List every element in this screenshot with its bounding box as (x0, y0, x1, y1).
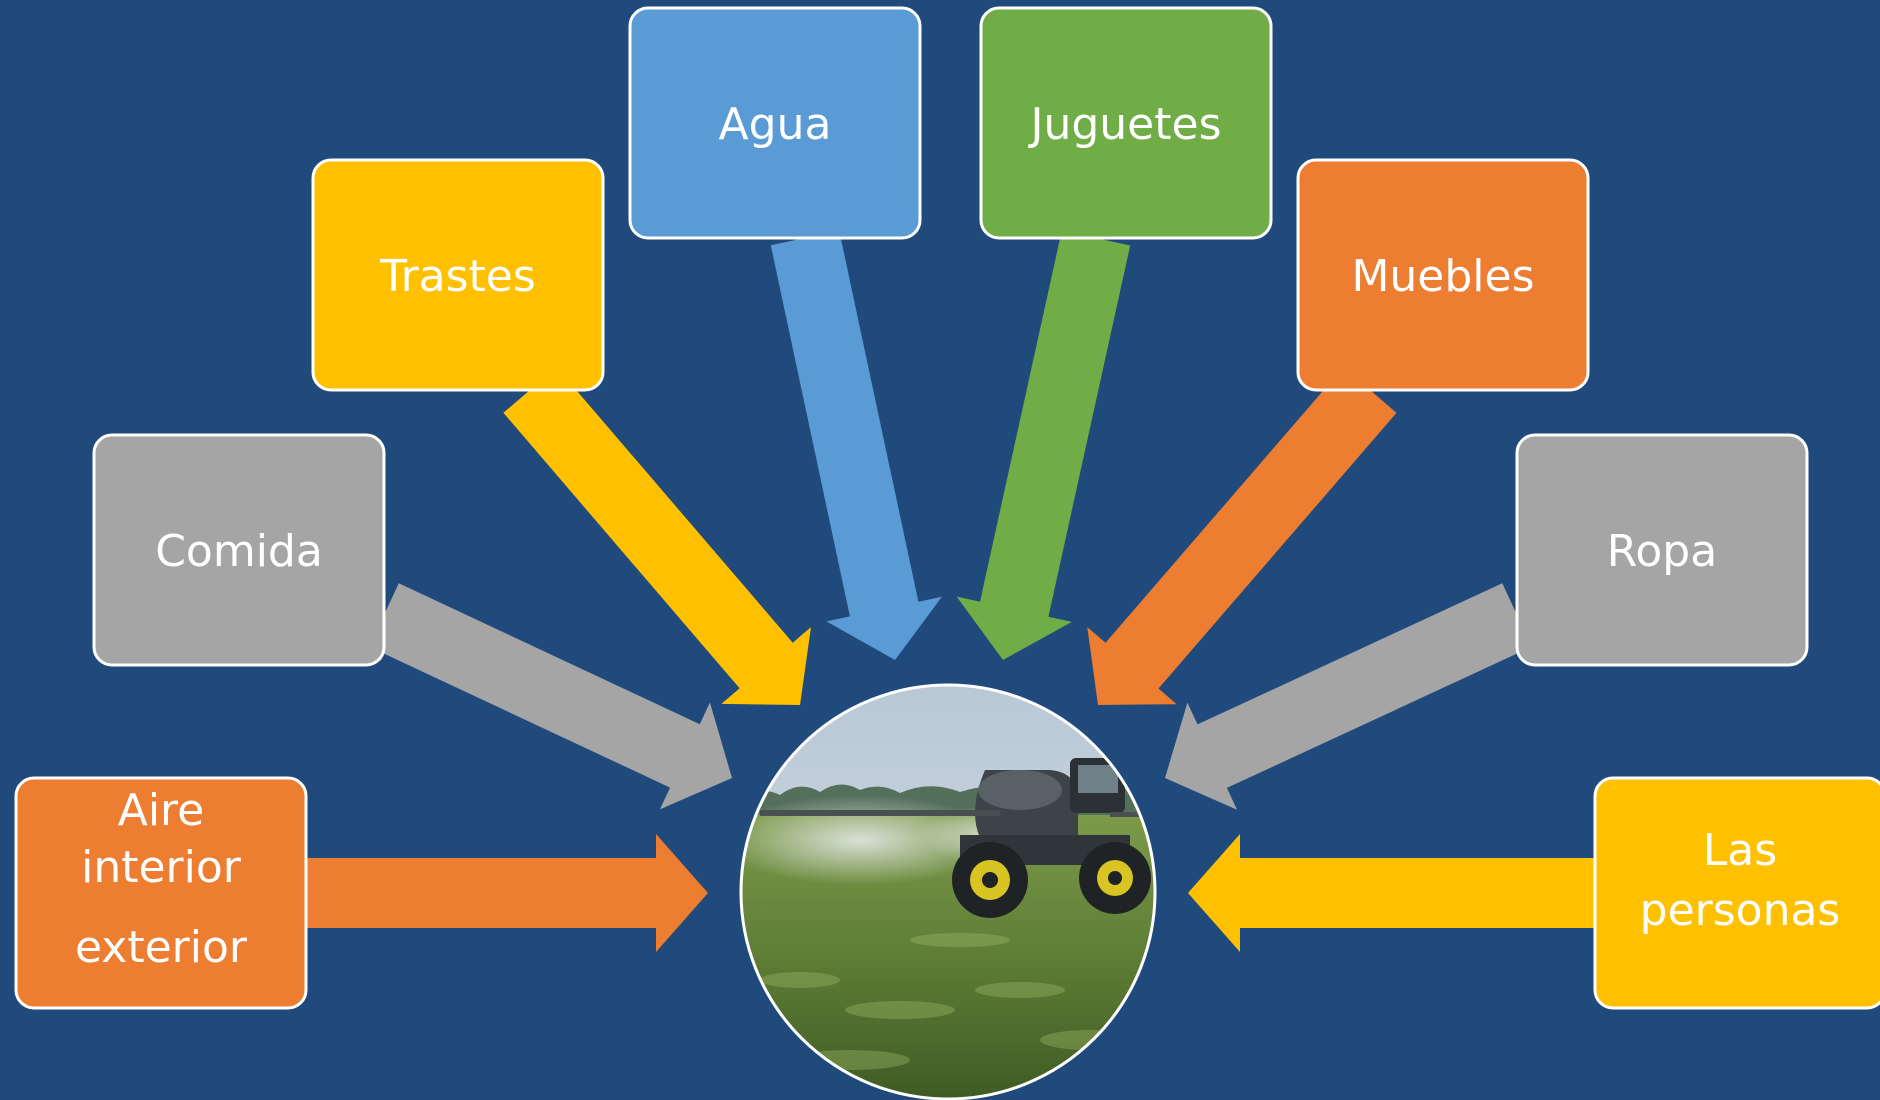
node-trastes: Trastes (311, 158, 605, 392)
field-sprayer-photo (739, 683, 1157, 1100)
node-label-personas-1: personas (1640, 885, 1841, 936)
node-box-juguetes (979, 6, 1273, 240)
arrow-comida (369, 583, 732, 810)
arrow-trastes (503, 367, 811, 705)
node-label-personas-0: Las (1703, 825, 1777, 876)
arrows-layer (306, 230, 1595, 952)
node-box-comida (92, 433, 386, 667)
node-box-agua (628, 6, 922, 240)
node-label-comida: Comida (155, 526, 323, 577)
node-box-ropa (1515, 433, 1809, 667)
node-personas: Las personas (1593, 776, 1880, 1010)
nodes-layer: Aire interior exterior Comida Trastes Agua Jug… (14, 6, 1880, 1010)
node-label-juguetes: Juguetes (1028, 99, 1222, 150)
arrow-muebles (1087, 367, 1397, 705)
node-aire: Aire interior exterior (14, 776, 308, 1010)
node-box-trastes (311, 158, 605, 392)
node-label-muebles: Muebles (1351, 251, 1534, 302)
node-box-personas (1593, 776, 1880, 1010)
node-agua: Agua (628, 6, 922, 240)
node-label-agua: Agua (719, 99, 832, 150)
arrow-aire (306, 834, 708, 952)
node-muebles: Muebles (1296, 158, 1590, 392)
node-label-trastes: Trastes (379, 251, 536, 302)
arrow-ropa (1165, 583, 1532, 810)
node-comida: Comida (92, 433, 386, 667)
node-box-muebles (1296, 158, 1590, 392)
arrow-personas (1188, 834, 1595, 952)
arrow-juguetes (956, 230, 1131, 660)
node-label-ropa: Ropa (1607, 526, 1717, 577)
node-label-aire-2: exterior (75, 922, 248, 973)
arrow-agua (770, 230, 942, 660)
node-label-aire-0: Aire (118, 785, 205, 836)
node-label-aire-1: interior (81, 842, 242, 893)
node-ropa: Ropa (1515, 433, 1809, 667)
node-box-aire (14, 776, 308, 1010)
node-juguetes: Juguetes (979, 6, 1273, 240)
